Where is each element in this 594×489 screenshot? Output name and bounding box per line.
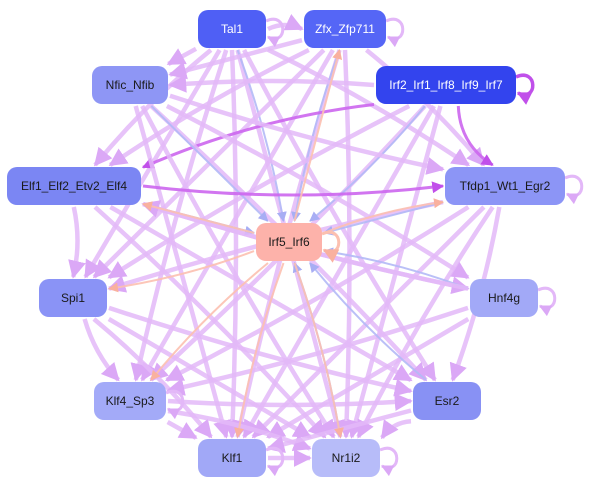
edge-elf1-to-tfdp1 [142,181,445,197]
edge-irf5-to-klf4 [150,262,269,381]
self-loop-tal1 [265,17,285,48]
edge-irf2-to-nfic [168,74,375,93]
edge-tal1-to-esr2 [242,48,437,382]
edge-layer [68,13,502,467]
self-loop-zfx [385,17,405,48]
node-label-hnf4g: Hnf4g [487,291,521,305]
node-label-nfic: Nfic_Nfib [105,78,155,92]
edge-irf5-to-zfx [293,49,343,222]
edge-tal1-to-zfx [267,13,304,32]
edge-zfx-to-nfic [168,38,303,80]
edge-nfic-to-irf5 [150,105,269,222]
edge-irf5-to-klf1 [234,262,285,438]
node-label-klf4: Klf4_Sp3 [105,394,155,408]
node-elf1[interactable]: Elf1_Elf2_Etv2_Elf4 [7,167,141,205]
node-spi1[interactable]: Spi1 [39,279,107,317]
edge-esr2-to-nr1i2 [380,419,412,440]
edge-zfx-to-klf4 [140,48,335,382]
node-label-zfx: Zfx_Zfp711 [315,22,375,36]
edge-hnf4g-to-klf4 [166,305,469,396]
edge-nfic-to-hnf4g [165,103,470,280]
node-label-irf2: Irf2_Irf1_Irf8_Irf9_Irf7 [389,78,503,92]
self-loop-nr1i2 [379,446,399,477]
node-hnf4g[interactable]: Hnf4g [470,279,538,317]
edge-tfdp1-to-klf4 [164,205,470,383]
edge-irf5-to-spi1 [108,250,255,293]
edge-tal1-to-klf1 [223,49,242,439]
edge-zfx-to-nr1i2 [337,49,356,439]
node-label-klf1: Klf1 [221,451,243,465]
edge-nfic-to-nr1i2 [140,104,336,439]
edge-irf2-to-tfdp1 [456,105,494,167]
node-esr2[interactable]: Esr2 [413,382,481,420]
edge-zfx-to-irf5 [291,49,341,222]
edge-tfdp1-to-irf5 [323,201,444,236]
node-label-tfdp1: Tfdp1_Wt1_Egr2 [459,179,551,193]
edge-elf1-to-spi1 [68,206,86,279]
node-label-tal1: Tal1 [220,22,243,36]
node-klf4[interactable]: Klf4_Sp3 [94,382,166,420]
self-loop-klf4 [165,389,185,420]
edge-tal1-to-nfic [166,46,198,66]
edge-spi1-to-esr2 [108,305,413,397]
node-nr1i2[interactable]: Nr1i2 [312,439,380,477]
edge-esr2-to-irf5 [309,262,427,381]
self-loop-hnf4g [537,286,557,317]
edge-irf2-to-klf1 [242,104,436,439]
node-label-spi1: Spi1 [60,291,86,305]
edge-tfdp1-to-nr1i2 [356,205,495,439]
edge-irf5-to-elf1 [142,201,255,234]
edge-tal1-to-irf5 [236,49,287,222]
edge-hnf4g-to-irf5 [323,247,469,290]
self-loop-irf5 [321,230,341,263]
edge-irf2-to-irf5 [309,105,426,222]
edge-klf4-to-esr2 [167,393,413,412]
self-loop-irf2 [515,73,535,105]
node-klf1[interactable]: Klf1 [198,439,266,477]
node-label-esr2: Esr2 [434,394,460,408]
node-irf5[interactable]: Irf5_Irf6 [256,223,322,261]
node-tfdp1[interactable]: Tfdp1_Wt1_Egr2 [445,167,565,205]
self-loop-klf1 [265,446,285,477]
edge-elf1-to-esr2 [109,205,413,383]
node-zfx[interactable]: Zfx_Zfp711 [304,10,386,48]
node-tal1[interactable]: Tal1 [198,10,266,48]
node-irf2[interactable]: Irf2_Irf1_Irf8_Irf9_Irf7 [376,66,516,104]
edge-tal1-to-elf1 [93,48,213,167]
edge-zfx-to-elf1 [108,47,310,167]
edge-nfic-to-tfdp1 [169,93,445,175]
node-label-elf1: Elf1_Elf2_Etv2_Elf4 [20,179,128,193]
node-label-irf5: Irf5_Irf6 [268,235,310,249]
edge-spi1-to-klf4 [82,318,121,382]
node-label-nr1i2: Nr1i2 [331,451,361,465]
edge-zfx-to-tfdp1 [364,48,486,167]
self-loop-layer [165,17,584,477]
edge-irf5-to-tfdp1 [323,198,444,234]
edge-irf5-to-nr1i2 [293,262,344,438]
self-loop-tfdp1 [564,174,584,205]
edge-hnf4g-to-klf1 [266,317,470,439]
node-nfic[interactable]: Nfic_Nfib [92,66,168,104]
edge-nfic-to-klf1 [133,105,231,439]
edge-klf4-to-klf1 [166,420,198,440]
